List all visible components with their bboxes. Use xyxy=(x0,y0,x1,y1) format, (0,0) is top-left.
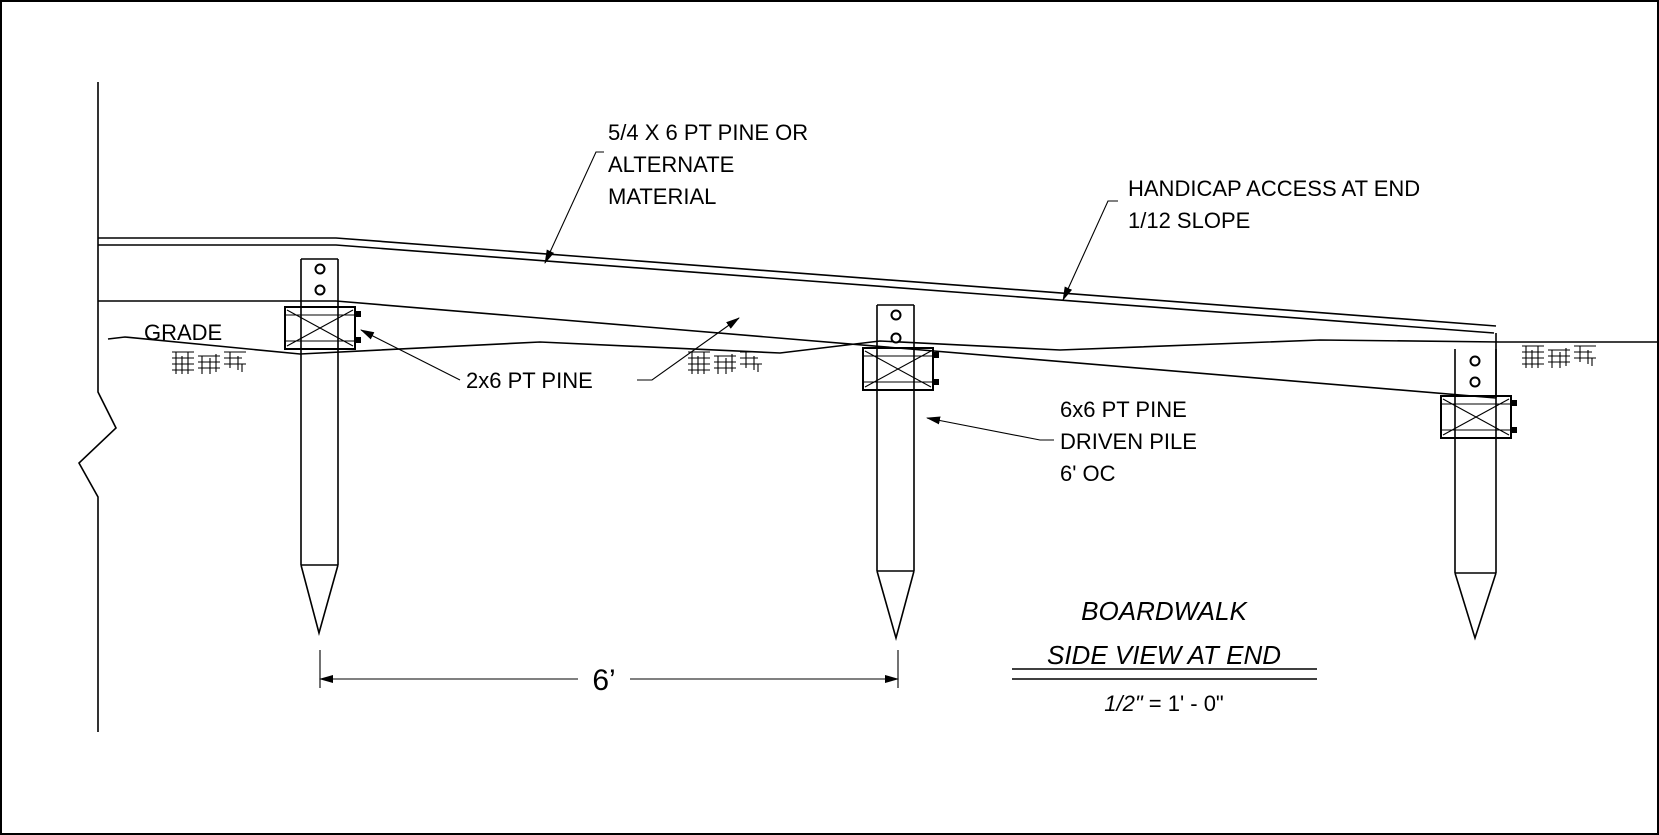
pile-leader xyxy=(926,416,1054,441)
pile-label-line2: DRIVEN PILE xyxy=(1060,429,1197,454)
scale-rest: = 1' - 0" xyxy=(1143,691,1224,716)
pile-3 xyxy=(1440,349,1517,641)
dimension-label: 6’ xyxy=(592,664,615,697)
dimension-6ft: 6’ xyxy=(319,650,899,697)
stringer-label: 2x6 PT PINE xyxy=(466,368,593,393)
handicap-leader xyxy=(1062,200,1118,301)
soil-hatch xyxy=(171,351,247,375)
decking-leader xyxy=(544,151,604,264)
scale-italic: 1/2" xyxy=(1104,691,1144,716)
pile-1 xyxy=(284,258,361,637)
decking-label-line3: MATERIAL xyxy=(608,184,716,209)
title-line1: BOARDWALK xyxy=(1081,596,1248,626)
decking-label-line2: ALTERNATE xyxy=(608,152,734,177)
stringer-leader-left xyxy=(360,329,461,381)
handicap-label-line1: HANDICAP ACCESS AT END xyxy=(1128,176,1420,201)
soil-hatch xyxy=(687,351,763,375)
break-line xyxy=(77,82,117,732)
stringer-leader-right xyxy=(637,317,740,381)
pile-label-line3: 6' OC xyxy=(1060,461,1116,486)
handicap-label-line2: 1/12 SLOPE xyxy=(1128,208,1250,233)
title-line2: SIDE VIEW AT END xyxy=(1047,640,1281,670)
pile-label-line1: 6x6 PT PINE xyxy=(1060,397,1187,422)
grade-line xyxy=(107,336,1659,355)
grade-label: GRADE xyxy=(144,320,222,345)
title-scale: 1/2" = 1' - 0" xyxy=(1104,691,1224,716)
soil-hatch xyxy=(1521,345,1597,369)
decking-label-line1: 5/4 X 6 PT PINE OR xyxy=(608,120,808,145)
decking-boards xyxy=(98,237,1497,334)
pile-2 xyxy=(862,304,939,642)
